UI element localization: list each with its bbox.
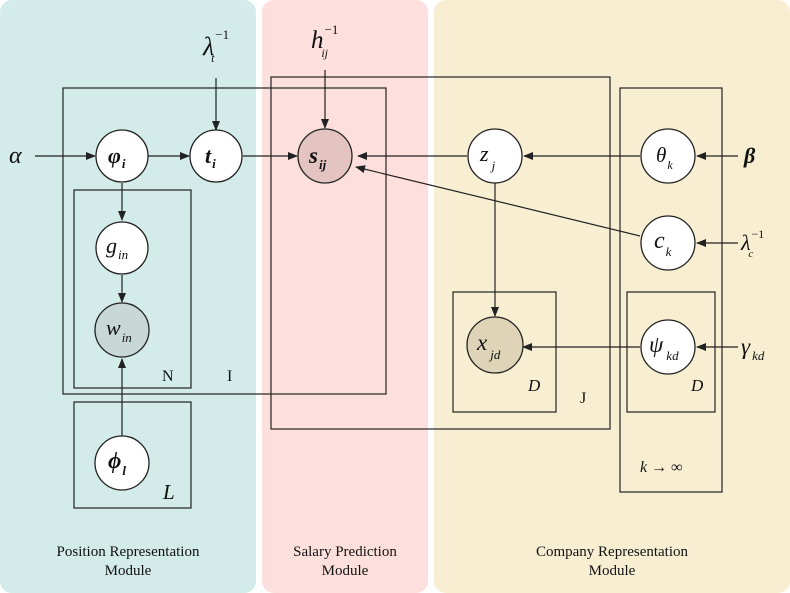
edge-c-to-s bbox=[355, 165, 641, 237]
position-module-panel: Position Representation Module bbox=[0, 0, 256, 593]
label-phi-l: ϕl bbox=[108, 448, 126, 478]
plate-label-n: N bbox=[162, 368, 174, 385]
node-theta-k bbox=[640, 128, 696, 184]
node-phi-i bbox=[95, 129, 149, 183]
plate-n bbox=[73, 189, 192, 389]
node-phi-l bbox=[94, 435, 150, 491]
node-c-k bbox=[640, 215, 696, 271]
company-module-panel: Company Representation Module bbox=[434, 0, 790, 593]
company-module-label: Company Representation Module bbox=[434, 543, 790, 581]
label-alpha: α bbox=[9, 143, 22, 169]
plate-i bbox=[62, 87, 387, 395]
position-module-label-line2: Module bbox=[104, 563, 152, 579]
salary-module-label-line2: Module bbox=[321, 563, 369, 579]
label-g-in: gin bbox=[106, 233, 128, 262]
plate-label-k-infinity: k → ∞ bbox=[640, 459, 683, 476]
label-c-k: ck bbox=[654, 228, 672, 259]
node-x-jd bbox=[466, 316, 524, 374]
node-g-in bbox=[95, 221, 149, 275]
node-t-i bbox=[189, 129, 243, 183]
plate-label-d-x: D bbox=[527, 376, 541, 395]
salary-module-panel: Salary Prediction Module bbox=[262, 0, 428, 593]
position-module-label: Position Representation Module bbox=[0, 543, 256, 581]
node-psi-kd bbox=[640, 319, 696, 375]
plate-k bbox=[619, 87, 723, 493]
node-z-j bbox=[467, 128, 523, 184]
plate-d-psi bbox=[626, 291, 716, 413]
label-s-ij: sij bbox=[308, 143, 327, 172]
plate-j bbox=[270, 76, 611, 430]
plate-d-x bbox=[452, 291, 557, 413]
label-theta-k: θk bbox=[656, 143, 673, 172]
plate-label-j: J bbox=[580, 390, 586, 407]
label-t-i: ti bbox=[205, 143, 216, 171]
plate-label-d-psi: D bbox=[690, 376, 704, 395]
plate-label-l: L bbox=[162, 480, 175, 504]
plate-label-i: I bbox=[227, 368, 232, 385]
position-module-label-line1: Position Representation bbox=[56, 544, 200, 560]
label-w-in: win bbox=[106, 315, 132, 345]
company-module-label-line1: Company Representation bbox=[535, 544, 689, 560]
label-phi-i: φi bbox=[108, 143, 126, 171]
node-s-ij bbox=[297, 128, 353, 184]
salary-module-label-line1: Salary Prediction bbox=[293, 544, 397, 560]
node-w-in bbox=[94, 302, 150, 358]
salary-module-label: Salary Prediction Module bbox=[262, 543, 428, 581]
plate-l bbox=[73, 401, 192, 509]
label-beta: β bbox=[743, 143, 756, 168]
company-module-label-line2: Module bbox=[588, 563, 636, 579]
